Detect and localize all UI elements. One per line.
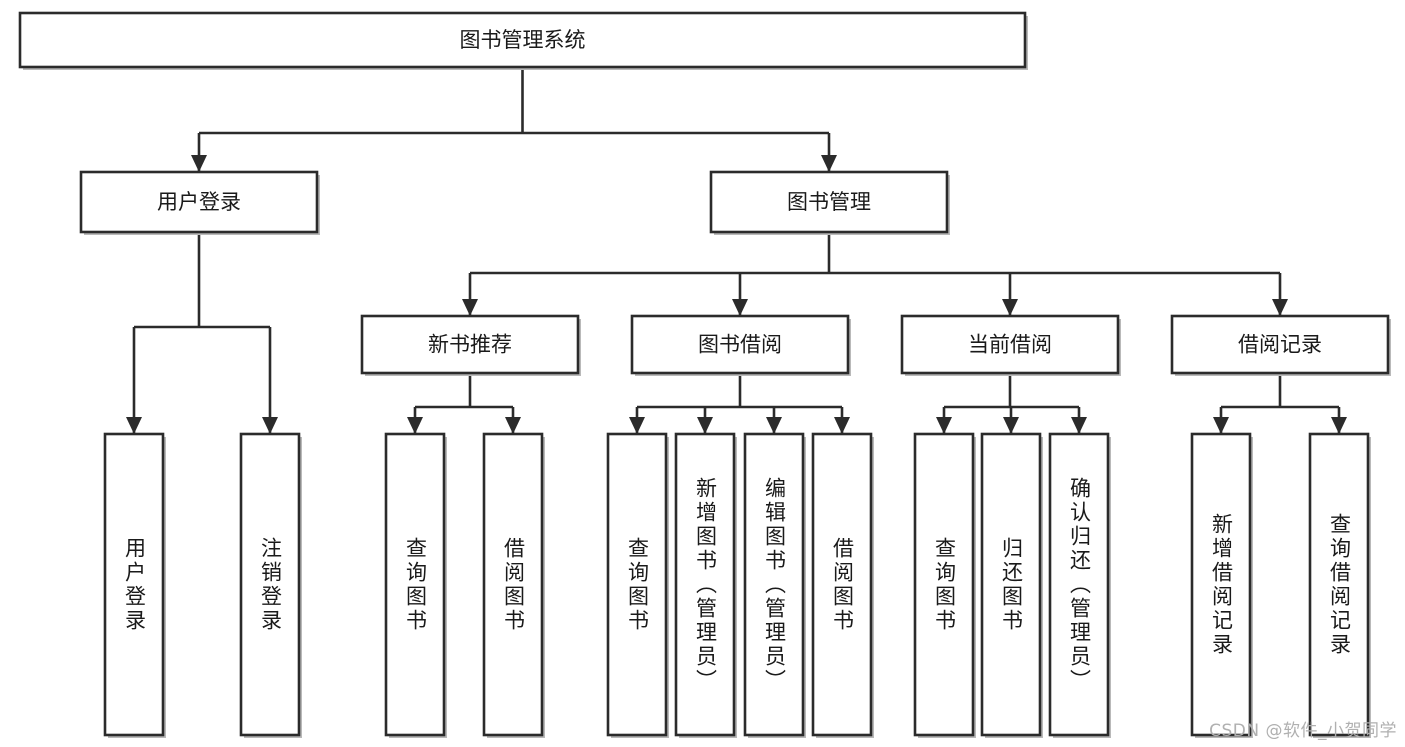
node-level3-label-2: 当前借阅 <box>968 333 1052 357</box>
node-leaf-5[interactable] <box>674 432 736 737</box>
arrow-head-icon <box>1003 417 1019 434</box>
arrow-head-icon <box>821 155 837 172</box>
node-level2-label-0: 用户登录 <box>157 190 241 214</box>
arrow-head-icon <box>126 417 142 434</box>
node-leaf-4[interactable] <box>606 432 668 737</box>
node-root-label: 图书管理系统 <box>460 28 586 52</box>
node-level3-label-1: 图书借阅 <box>698 333 782 357</box>
arrow-head-icon <box>732 299 748 316</box>
node-leaf-0[interactable] <box>103 432 165 737</box>
node-leaf-10[interactable] <box>1048 432 1110 737</box>
arrow-head-icon <box>505 417 521 434</box>
node-leaf-12[interactable] <box>1308 432 1370 737</box>
node-level3-1[interactable] <box>630 314 850 375</box>
arrow-head-icon <box>1331 417 1347 434</box>
arrow-head-icon <box>191 155 207 172</box>
arrow-head-icon <box>629 417 645 434</box>
arrow-head-icon <box>262 417 278 434</box>
node-leaf-8[interactable] <box>913 432 975 737</box>
node-level3-3[interactable] <box>1170 314 1390 375</box>
arrow-head-icon <box>407 417 423 434</box>
node-leaf-1[interactable] <box>239 432 301 737</box>
arrow-head-icon <box>1002 299 1018 316</box>
node-leaf-11[interactable] <box>1190 432 1252 737</box>
node-level2-0[interactable] <box>79 170 319 234</box>
node-level3-label-0: 新书推荐 <box>428 333 512 357</box>
node-level2-1[interactable] <box>709 170 949 234</box>
node-leaf-7[interactable] <box>811 432 873 737</box>
watermark: CSDN @软件_小贺同学 <box>1209 721 1397 741</box>
node-level3-label-3: 借阅记录 <box>1238 333 1322 357</box>
arrow-head-icon <box>766 417 782 434</box>
arrow-head-icon <box>697 417 713 434</box>
arrow-head-icon <box>1213 417 1229 434</box>
connectors-layer <box>126 67 1347 434</box>
node-level3-0[interactable] <box>360 314 580 375</box>
node-leaf-3[interactable] <box>482 432 544 737</box>
node-root[interactable] <box>18 11 1027 69</box>
node-level3-2[interactable] <box>900 314 1120 375</box>
arrow-head-icon <box>462 299 478 316</box>
arrow-head-icon <box>1272 299 1288 316</box>
boxes-layer <box>18 11 1391 738</box>
node-level2-label-1: 图书管理 <box>787 190 871 214</box>
node-leaf-2[interactable] <box>384 432 446 737</box>
node-leaf-6[interactable] <box>743 432 805 737</box>
arrow-head-icon <box>1071 417 1087 434</box>
node-leaf-9[interactable] <box>980 432 1042 737</box>
arrow-head-icon <box>834 417 850 434</box>
arrow-head-icon <box>936 417 952 434</box>
